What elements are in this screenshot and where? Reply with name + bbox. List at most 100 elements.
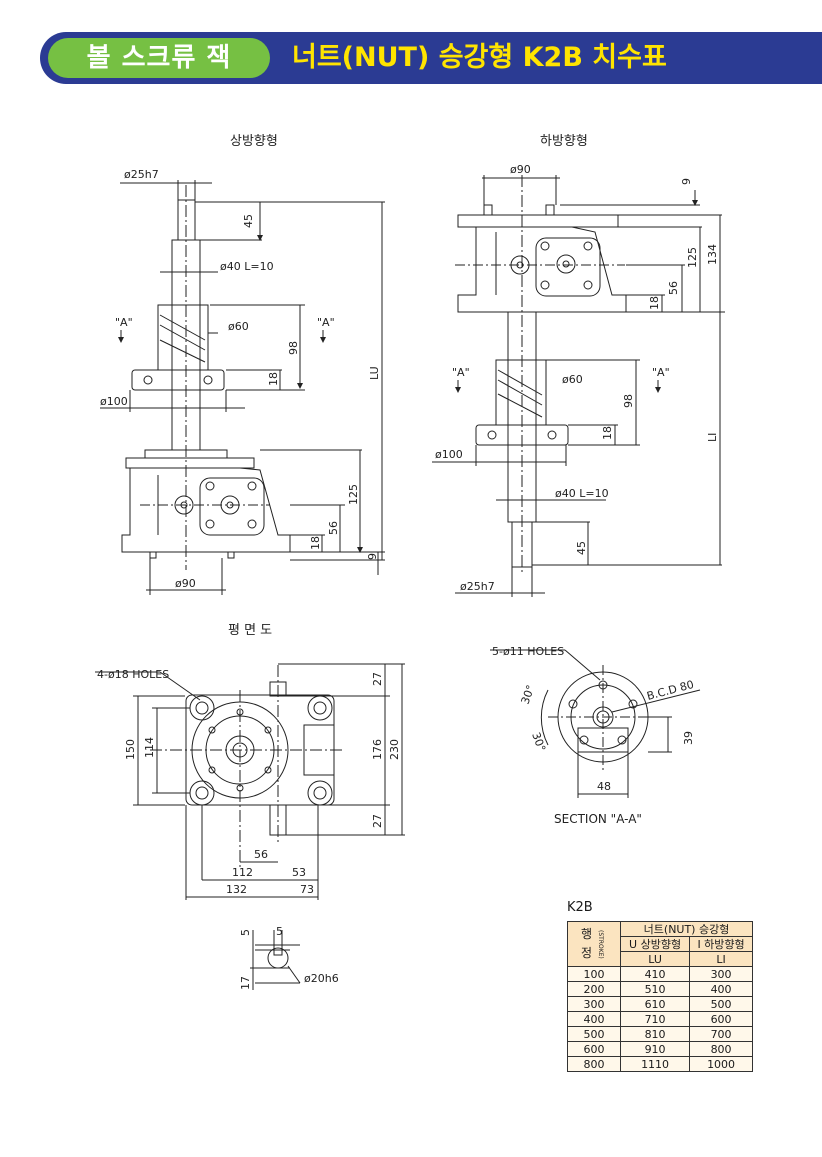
cell-li: 600: [689, 1011, 753, 1027]
dim-down-base-w: ø90: [510, 163, 531, 176]
stroke-label-top: 행: [580, 927, 593, 941]
group-header: 너트(NUT) 승강형: [620, 921, 753, 937]
dim-down-flange-dia: ø100: [435, 448, 463, 461]
spec-table: 행 정 (STROKE) 너트(NUT) 승강형 U 상방향형 I 하방향형 L…: [567, 921, 753, 1072]
plan-dim-27-bot: 27: [371, 814, 384, 828]
key-dim-dia: ø20h6: [304, 972, 339, 985]
cell-stroke: 100: [567, 966, 621, 982]
key-detail: [250, 930, 301, 990]
cell-li: 700: [689, 1026, 753, 1042]
downward-view: [432, 175, 725, 597]
dim-base-h: 56: [327, 521, 340, 535]
downward-view-title: 하방향형: [540, 134, 588, 149]
section-mark-a-left-2: "A": [452, 366, 470, 379]
dim-down-gap: 9: [680, 178, 693, 185]
cell-lu: 410: [619, 966, 691, 982]
plan-dim-114: 114: [143, 737, 156, 758]
dim-down-shaft-dia: ø25h7: [460, 580, 495, 593]
cell-lu: 1110: [619, 1056, 691, 1072]
plan-holes-label: 4-ø18 HOLES: [97, 668, 169, 681]
cell-stroke: 200: [567, 981, 621, 997]
dim-total-down: LI: [706, 433, 719, 442]
section-bcd: B.C.D 80: [645, 678, 695, 703]
upward-view: [100, 180, 385, 595]
section-mark-a-right-2: "A": [652, 366, 670, 379]
cell-li: 1000: [689, 1056, 753, 1072]
dim-base-thk: 18: [309, 536, 322, 550]
section-a-view: [490, 649, 701, 798]
dim-down-body-h: 125: [686, 247, 699, 268]
dim-down-nut-dia: ø60: [562, 373, 583, 386]
plan-dim-53: 53: [292, 866, 306, 879]
dim-down-134: 134: [706, 244, 719, 265]
sub-header-lu: LU: [619, 951, 691, 967]
cell-li: 800: [689, 1041, 753, 1057]
cell-stroke: 800: [567, 1056, 621, 1072]
plan-dim-132: 132: [226, 883, 247, 896]
section-mark-a-right: "A": [317, 316, 335, 329]
cell-stroke: 400: [567, 1011, 621, 1027]
section-angle-top: 30°: [519, 683, 538, 706]
cell-lu: 810: [619, 1026, 691, 1042]
cell-lu: 710: [619, 1011, 691, 1027]
plan-dim-112: 112: [232, 866, 253, 879]
col-header-i: I 하방향형: [689, 936, 753, 952]
cell-li: 300: [689, 966, 753, 982]
cell-stroke: 500: [567, 1026, 621, 1042]
section-angle-bot: 30°: [529, 731, 548, 754]
dim-down-base-h: 56: [667, 281, 680, 295]
dim-key: ø40 L=10: [220, 260, 274, 273]
plan-view-title: 평 면 도: [228, 623, 272, 638]
plan-dim-27-top: 27: [371, 672, 384, 686]
cell-stroke: 300: [567, 996, 621, 1012]
section-dim-48: 48: [597, 780, 611, 793]
cell-stroke: 600: [567, 1041, 621, 1057]
dim-down-shaft-len: 45: [575, 541, 588, 555]
spec-table-title: K2B: [567, 900, 593, 915]
cell-li: 500: [689, 996, 753, 1012]
dim-down-flange-thk: 18: [601, 426, 614, 440]
dim-body-h: 125: [347, 484, 360, 505]
cell-li: 400: [689, 981, 753, 997]
plan-dim-176: 176: [371, 739, 384, 760]
plan-dim-56: 56: [254, 848, 268, 861]
stroke-header: 행 정 (STROKE): [567, 921, 621, 967]
section-title: SECTION "A-A": [554, 812, 642, 826]
dim-shaft-dia: ø25h7: [124, 168, 159, 181]
plan-dim-150: 150: [124, 739, 137, 760]
dim-flange-dia: ø100: [100, 395, 128, 408]
plan-dim-230: 230: [388, 739, 401, 760]
dim-shaft-len: 45: [242, 214, 255, 228]
dim-down-nut-len: 98: [622, 394, 635, 408]
col-header-u: U 상방향형: [619, 936, 691, 952]
stroke-label-mid: (STROKE): [597, 929, 605, 959]
dim-down-key: ø40 L=10: [555, 487, 609, 500]
dim-total-up: LU: [368, 366, 381, 380]
dim-base-gap: 9: [366, 553, 379, 560]
plan-view: [95, 663, 405, 900]
dim-flange-thk: 18: [267, 372, 280, 386]
cell-lu: 910: [619, 1041, 691, 1057]
plan-dim-73: 73: [300, 883, 314, 896]
dim-nut-len: 98: [287, 341, 300, 355]
upward-view-title: 상방향형: [230, 134, 278, 149]
section-mark-a-left: "A": [115, 316, 133, 329]
key-dim-5-left: 5: [239, 929, 252, 936]
cell-lu: 510: [619, 981, 691, 997]
dim-nut-dia: ø60: [228, 320, 249, 333]
section-dim-39: 39: [682, 731, 695, 745]
section-holes-label: 5-ø11 HOLES: [492, 645, 564, 658]
key-dim-5-top: 5: [276, 925, 283, 938]
dim-base-w: ø90: [175, 577, 196, 590]
key-dim-17: 17: [239, 976, 252, 990]
category-pill: 볼 스크류 잭: [48, 38, 270, 78]
sub-header-li: LI: [689, 951, 753, 967]
